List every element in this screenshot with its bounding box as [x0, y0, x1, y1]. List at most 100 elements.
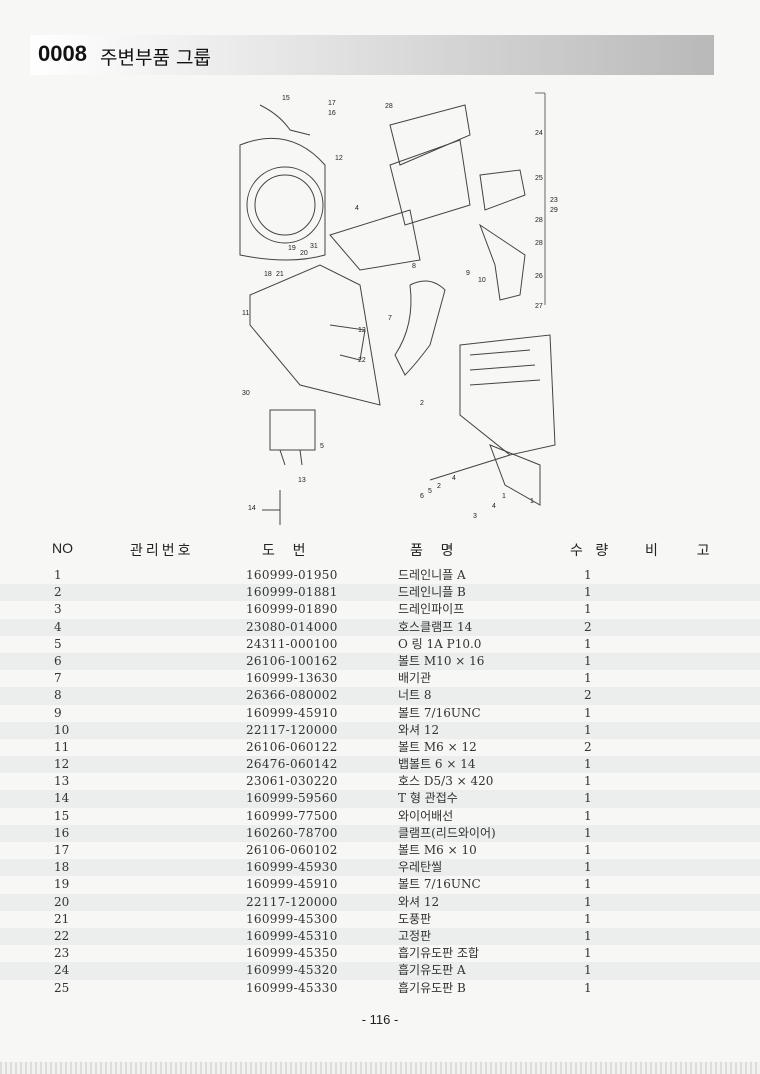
part-name: 볼트 7/16UNC	[398, 705, 481, 720]
row-no: 19	[54, 877, 70, 892]
quantity: 1	[584, 825, 592, 840]
quantity: 1	[584, 877, 592, 892]
drawing-number: 160999-01881	[246, 585, 338, 600]
part-name: T 형 관접수	[398, 791, 458, 806]
quantity: 1	[584, 568, 592, 582]
drawing-number: 160999-01890	[246, 602, 338, 617]
row-no: 1	[54, 568, 62, 582]
table-row: 8 26366-080002 너트 8 2	[0, 687, 760, 705]
part-name: 볼트 7/16UNC	[398, 877, 481, 892]
quantity: 1	[584, 653, 592, 668]
callout-label: 25	[535, 175, 543, 182]
callout-label: 12	[335, 155, 343, 162]
row-no: 4	[54, 619, 62, 634]
table-row: 10 22117-120000 와셔 12 1	[0, 721, 760, 739]
part-name: 호스 D5/3 × 420	[398, 774, 494, 789]
callout-label: 27	[535, 303, 543, 310]
drawing-number: 160999-45930	[246, 860, 338, 875]
callout-label: 28	[535, 217, 543, 224]
callout-label: 4	[492, 503, 496, 510]
quantity: 1	[584, 843, 592, 857]
callout-label: 2	[420, 400, 424, 407]
row-no: 8	[54, 688, 62, 703]
part-name: 우레탄씰	[398, 860, 443, 875]
drawing-number: 23061-030220	[246, 774, 338, 789]
callout-label: 13	[298, 477, 306, 484]
callout-label: 1	[530, 498, 534, 505]
callout-label: 5	[428, 488, 432, 495]
quantity: 1	[584, 722, 592, 737]
quantity: 1	[584, 791, 592, 806]
row-no: 10	[54, 722, 70, 737]
drawing-number: 160999-45910	[246, 877, 338, 892]
drawing-number: 160999-01950	[246, 568, 338, 582]
callout-label: 19	[288, 245, 296, 252]
callout-label: 28	[385, 103, 393, 110]
row-no: 21	[54, 911, 70, 926]
quantity: 2	[584, 688, 592, 703]
row-no: 7	[54, 671, 62, 686]
quantity: 1	[584, 636, 592, 651]
callout-label: 16	[328, 110, 336, 117]
part-name: 볼트 M6 × 12	[398, 739, 477, 754]
part-name: 와셔 12	[398, 894, 440, 909]
header-drawing-no: 도 번	[262, 543, 306, 559]
callout-label: 6	[420, 493, 424, 500]
scan-edge	[0, 1062, 760, 1074]
row-no: 5	[54, 636, 62, 651]
row-no: 22	[54, 928, 70, 943]
drawing-number: 26106-100162	[246, 653, 338, 668]
drawing-number: 23080-014000	[246, 619, 338, 634]
callout-label: 17	[328, 100, 336, 107]
row-no: 9	[54, 705, 62, 720]
callout-label: 21	[276, 271, 284, 278]
quantity: 1	[584, 757, 592, 772]
quantity: 1	[584, 585, 592, 600]
part-name: 드레인파이프	[398, 602, 465, 617]
callout-label: 15	[282, 95, 290, 102]
callout-label: 26	[535, 273, 543, 280]
header-part-name: 품 명	[410, 543, 454, 559]
row-no: 2	[54, 585, 62, 600]
part-name: 드레인니플 B	[398, 585, 466, 600]
callout-label: 4	[355, 205, 359, 212]
part-name: 너트 8	[398, 688, 432, 703]
row-no: 14	[54, 791, 70, 806]
drawing-number: 26366-080002	[246, 688, 338, 703]
drawing-number: 26476-060142	[246, 757, 338, 772]
drawing-number: 160999-45910	[246, 705, 338, 720]
callout-label: 3	[473, 513, 477, 520]
callout-label: 28	[535, 240, 543, 247]
part-name: 와셔 12	[398, 722, 440, 737]
drawing-number: 160999-45320	[246, 963, 338, 978]
row-no: 25	[54, 980, 70, 995]
table-header: NO 관리번호 도 번 품 명 수 량 비 고	[0, 540, 760, 560]
callout-label: 2	[437, 483, 441, 490]
drawing-number: 22117-120000	[246, 722, 338, 737]
drawing-number: 26106-060102	[246, 843, 338, 857]
drawing-number: 160999-45350	[246, 946, 338, 961]
callout-label: 4	[452, 475, 456, 482]
row-no: 6	[54, 653, 62, 668]
part-name: 호스클램프 14	[398, 619, 473, 634]
callout-label: 5	[320, 443, 324, 450]
callout-label: 7	[388, 315, 392, 322]
drawing-number: 26106-060122	[246, 739, 338, 754]
diagram-drawing	[239, 92, 556, 525]
drawing-number: 22117-120000	[246, 894, 338, 909]
part-name: 와이어배선	[398, 808, 454, 823]
exploded-parts-diagram: 15 17 16 12 28 24 25 23 29 28 28 26 27 4…	[230, 85, 560, 525]
quantity: 2	[584, 739, 592, 754]
group-code: 0008	[38, 41, 87, 66]
part-name: O 링 1A P10.0	[398, 636, 482, 651]
callout-label: 14	[248, 505, 256, 512]
part-name: 도풍판	[398, 911, 432, 926]
callout-label: 9	[466, 270, 470, 277]
